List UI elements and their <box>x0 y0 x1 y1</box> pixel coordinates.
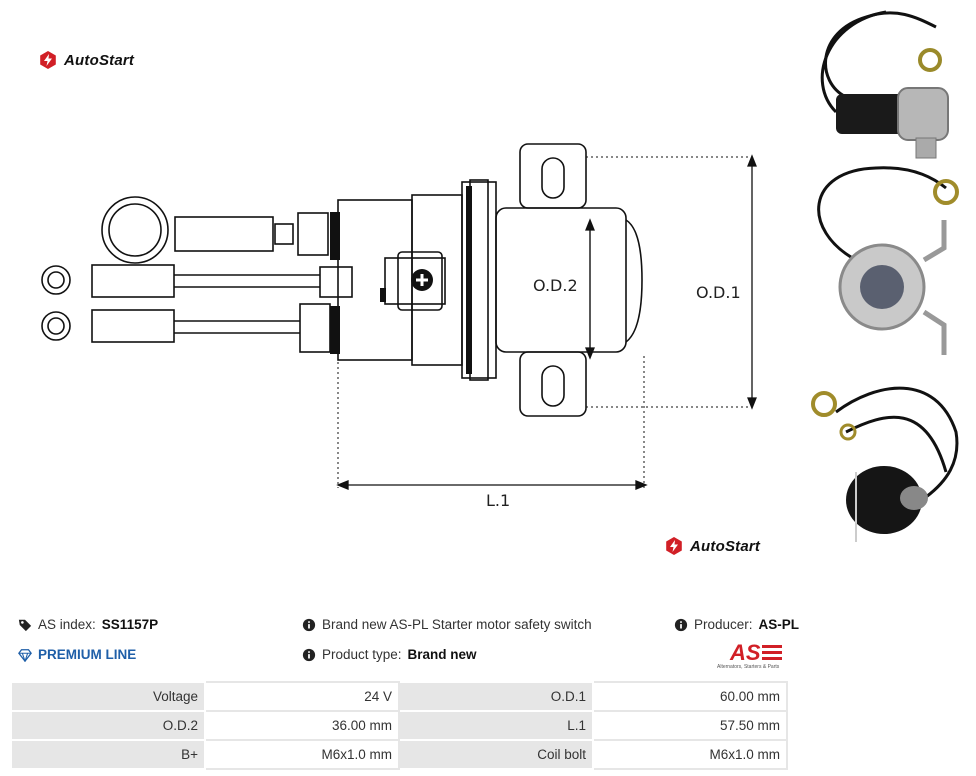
product-type-value: Brand new <box>407 647 477 662</box>
brand-logo-bottom: AutoStart <box>664 536 760 556</box>
ring-terminal-small-2 <box>41 311 71 341</box>
as-index-value: SS1157P <box>101 617 159 632</box>
spec-value: 36.00 mm <box>204 710 400 741</box>
ring-terminal-large <box>101 196 169 264</box>
premium-line-badge: PREMIUM LINE <box>18 647 136 662</box>
table-row: Voltage 24 V O.D.1 60.00 mm <box>10 681 788 712</box>
as-index: AS index: SS1157P <box>18 617 158 632</box>
producer-value: AS-PL <box>758 617 800 632</box>
spec-key: Coil bolt <box>398 739 594 770</box>
ring-terminal-small-1 <box>41 265 71 295</box>
spec-value: 60.00 mm <box>592 681 788 712</box>
spec-value: 57.50 mm <box>592 710 788 741</box>
brand-mark-icon <box>40 51 56 69</box>
spec-value: M6x1.0 mm <box>204 739 400 770</box>
product-photo-side <box>820 10 949 159</box>
spec-key: O.D.1 <box>398 681 594 712</box>
product-type: Product type: Brand new <box>302 647 477 662</box>
producer-tagline: Alternators, Starters & Parts <box>717 664 780 670</box>
premium-label: PREMIUM LINE <box>38 647 137 662</box>
specs-table: Voltage 24 V O.D.1 60.00 mm O.D.2 36.00 … <box>10 681 788 770</box>
description-text: Brand new AS-PL Starter motor safety swi… <box>322 617 592 632</box>
product-description: Brand new AS-PL Starter motor safety swi… <box>302 617 592 632</box>
label-od2: O.D.2 <box>533 276 578 295</box>
spec-key: B+ <box>10 739 206 770</box>
spec-value: 24 V <box>204 681 400 712</box>
brand-logo-top: AutoStart <box>38 50 134 70</box>
producer: Producer: AS-PL <box>674 617 799 632</box>
spec-value: M6x1.0 mm <box>592 739 788 770</box>
label-l1: L.1 <box>486 491 510 510</box>
product-type-label: Product type: <box>322 647 402 662</box>
product-photo-back <box>811 386 959 542</box>
spec-key: Voltage <box>10 681 206 712</box>
as-index-label: AS index: <box>38 617 96 632</box>
producer-logo: AS Alternators, Starters & Parts <box>717 640 782 670</box>
technical-drawing: O.D.2 O.D.1 L.1 <box>41 143 757 510</box>
spec-key: L.1 <box>398 710 594 741</box>
label-od1: O.D.1 <box>696 283 741 302</box>
table-row: B+ M6x1.0 mm Coil bolt M6x1.0 mm <box>10 739 788 770</box>
info-icon <box>302 618 316 631</box>
spec-key: O.D.2 <box>10 710 206 741</box>
tag-icon <box>18 619 32 631</box>
mounting-ear-bottom <box>519 351 587 417</box>
mounting-ear-top <box>519 143 587 209</box>
info-icon <box>302 648 316 661</box>
brand-name: AutoStart <box>690 537 761 555</box>
table-row: O.D.2 36.00 mm L.1 57.50 mm <box>10 710 788 741</box>
producer-label: Producer: <box>694 617 753 632</box>
brand-name: AutoStart <box>64 51 135 69</box>
product-photo-front <box>817 166 959 355</box>
producer-logo-text: AS <box>729 640 761 665</box>
brand-mark-icon <box>666 537 682 555</box>
info-icon <box>674 618 688 631</box>
gem-icon <box>18 648 32 662</box>
